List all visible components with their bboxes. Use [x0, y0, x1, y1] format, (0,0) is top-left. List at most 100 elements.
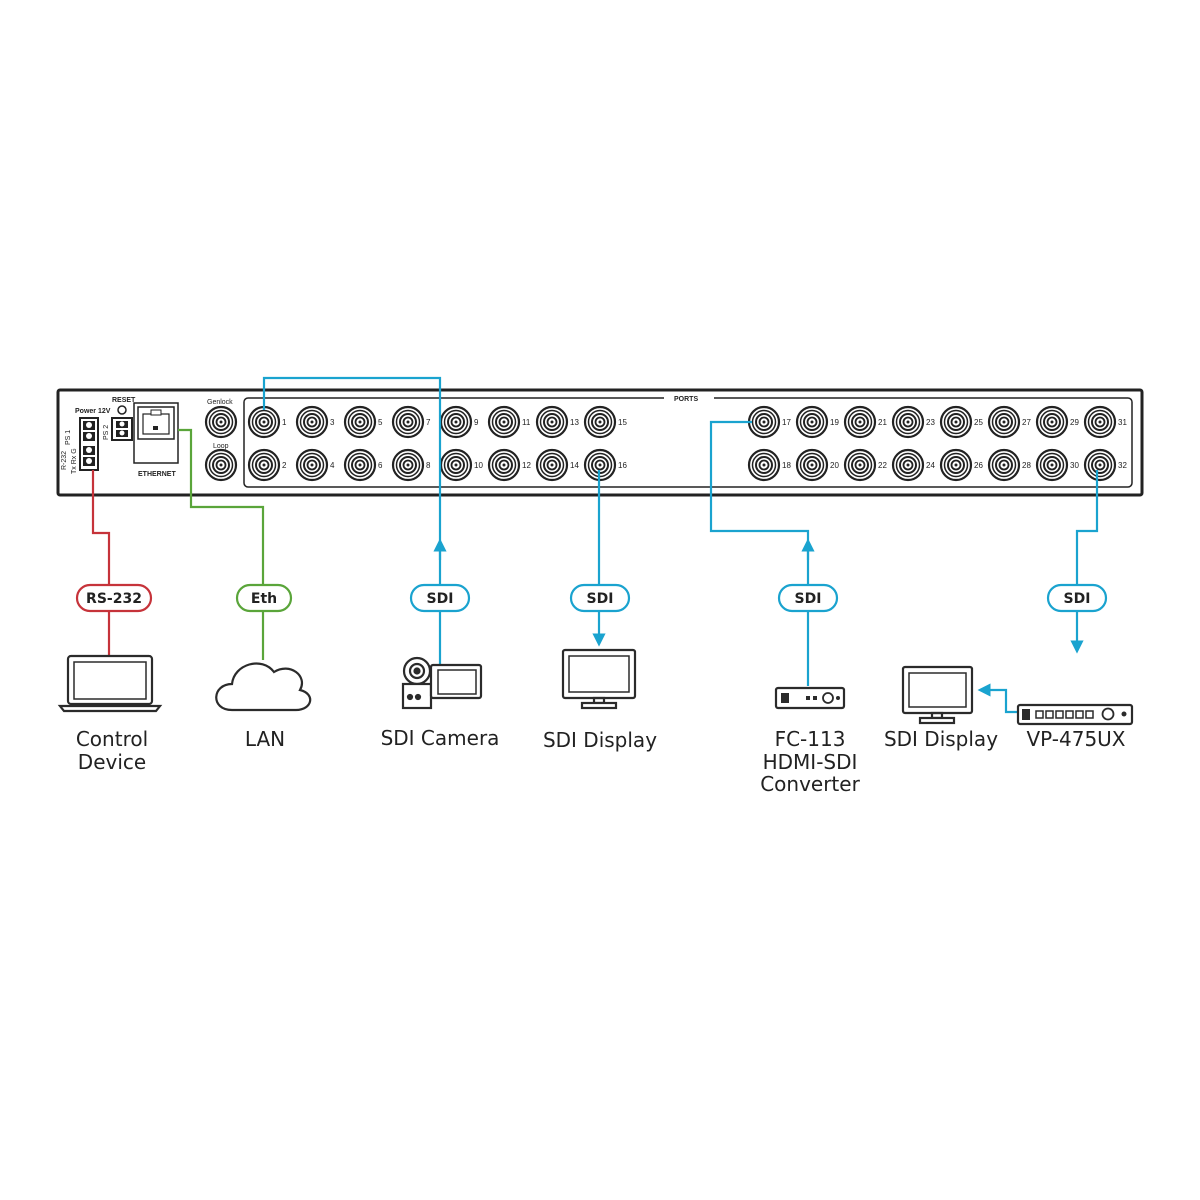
- ports-header: PORTS: [674, 396, 698, 403]
- pill-sdi-display: SDI: [569, 583, 631, 613]
- bnc-port-27: [987, 405, 1021, 439]
- port-number-9: 9: [474, 418, 479, 427]
- svg-text:SDI: SDI: [1064, 591, 1091, 607]
- control-device-label-line1: Control: [76, 727, 148, 751]
- port-number-4: 4: [330, 461, 335, 470]
- sdi-camera-label: SDI Camera: [381, 726, 500, 750]
- bnc-port-6: [343, 448, 377, 482]
- bnc-port-17: [747, 405, 781, 439]
- ps2-label: PS 2: [103, 425, 110, 440]
- bnc-port-19: [795, 405, 829, 439]
- bnc-port-2: [247, 448, 281, 482]
- pins-label: Tx Rx G: [71, 448, 78, 474]
- bnc-port-4: [295, 448, 329, 482]
- port-number-15: 15: [618, 418, 627, 427]
- scaler-sdi-cable: [1070, 470, 1099, 654]
- converter-label-line3: Converter: [760, 772, 860, 796]
- bnc-port-31: [1083, 405, 1117, 439]
- svg-text:SDI: SDI: [587, 591, 614, 607]
- port-number-3: 3: [330, 418, 335, 427]
- port-number-17: 17: [782, 418, 791, 427]
- loop-label: Loop: [213, 443, 229, 450]
- bnc-port-21: [843, 405, 877, 439]
- port-number-20: 20: [830, 461, 839, 470]
- port-number-16: 16: [618, 461, 627, 470]
- reset-button: RESET: [112, 397, 136, 415]
- port-number-25: 25: [974, 418, 983, 427]
- port-number-5: 5: [378, 418, 383, 427]
- port-number-31: 31: [1118, 418, 1127, 427]
- bnc-port-24: [891, 448, 925, 482]
- genlock-connector: [204, 405, 238, 439]
- converter-label-line2: HDMI-SDI: [763, 750, 858, 774]
- lan-label: LAN: [245, 727, 285, 751]
- display-icon-2: [901, 665, 974, 725]
- svg-text:SDI: SDI: [795, 591, 822, 607]
- converter-label-line1: FC-113: [775, 727, 846, 751]
- bnc-port-9: [439, 405, 473, 439]
- ps2-connector: PS 2: [103, 417, 133, 441]
- camera-icon: [401, 656, 483, 710]
- scaler-icon: [1016, 703, 1134, 726]
- port-number-24: 24: [926, 461, 935, 470]
- port-number-27: 27: [1022, 418, 1031, 427]
- genlock-label: Genlock: [207, 399, 233, 406]
- bnc-port-13: [535, 405, 569, 439]
- port-number-13: 13: [570, 418, 579, 427]
- bnc-port-8: [391, 448, 425, 482]
- matrix-rear-panel: Power 12V PS 1 R-232 Tx Rx G PS 2 RESET …: [56, 388, 1144, 497]
- ethernet-cable: [178, 428, 265, 660]
- port-number-2: 2: [282, 461, 287, 470]
- ethernet-label: ETHERNET: [138, 471, 176, 478]
- port-number-11: 11: [522, 418, 531, 427]
- ps1-label: PS 1: [65, 430, 72, 445]
- port-number-28: 28: [1022, 461, 1031, 470]
- port-number-14: 14: [570, 461, 579, 470]
- bnc-port-7: [391, 405, 425, 439]
- port-number-21: 21: [878, 418, 887, 427]
- converter-icon: [774, 686, 846, 710]
- pill-sdi-scaler: SDI: [1046, 583, 1108, 613]
- sdi-display-label-2: SDI Display: [884, 727, 998, 751]
- bnc-port-3: [295, 405, 329, 439]
- svg-text:Eth: Eth: [251, 591, 277, 607]
- port-number-12: 12: [522, 461, 531, 470]
- control-device-label-line2: Device: [78, 750, 146, 774]
- bnc-port-15: [583, 405, 617, 439]
- cloud-icon: [215, 662, 312, 712]
- port-number-18: 18: [782, 461, 791, 470]
- scaler-display-cable: [977, 683, 1019, 714]
- bnc-port-32: [1083, 448, 1117, 482]
- port-number-7: 7: [426, 418, 431, 427]
- pill-sdi-camera: SDI: [409, 583, 471, 613]
- bnc-port-26: [939, 448, 973, 482]
- converter-sdi-cable: [709, 420, 810, 686]
- ports-header-bg: [664, 393, 714, 403]
- port-number-1: 1: [282, 418, 287, 427]
- ethernet-port: ETHERNET: [133, 402, 179, 478]
- port-number-32: 32: [1118, 461, 1127, 470]
- bnc-port-23: [891, 405, 925, 439]
- port-number-19: 19: [830, 418, 839, 427]
- laptop-icon: [57, 654, 163, 713]
- bnc-port-12: [487, 448, 521, 482]
- camera-sdi-cable: [262, 376, 442, 668]
- display-icon-1: [561, 648, 637, 710]
- bnc-port-11: [487, 405, 521, 439]
- genlock-bnc: [204, 405, 238, 439]
- bnc-port-22: [843, 448, 877, 482]
- port-number-6: 6: [378, 461, 383, 470]
- pill-sdi-converter: SDI: [777, 583, 839, 613]
- bnc-port-29: [1035, 405, 1069, 439]
- bnc-port-14: [535, 448, 569, 482]
- sdi-display-label-1: SDI Display: [543, 728, 657, 752]
- bnc-port-10: [439, 448, 473, 482]
- svg-text:RS-232: RS-232: [86, 591, 142, 607]
- bnc-port-30: [1035, 448, 1069, 482]
- scaler-label: VP-475UX: [1026, 727, 1125, 751]
- rs232-cable: [91, 470, 111, 658]
- port-number-10: 10: [474, 461, 483, 470]
- bnc-port-25: [939, 405, 973, 439]
- bnc-port-20: [795, 448, 829, 482]
